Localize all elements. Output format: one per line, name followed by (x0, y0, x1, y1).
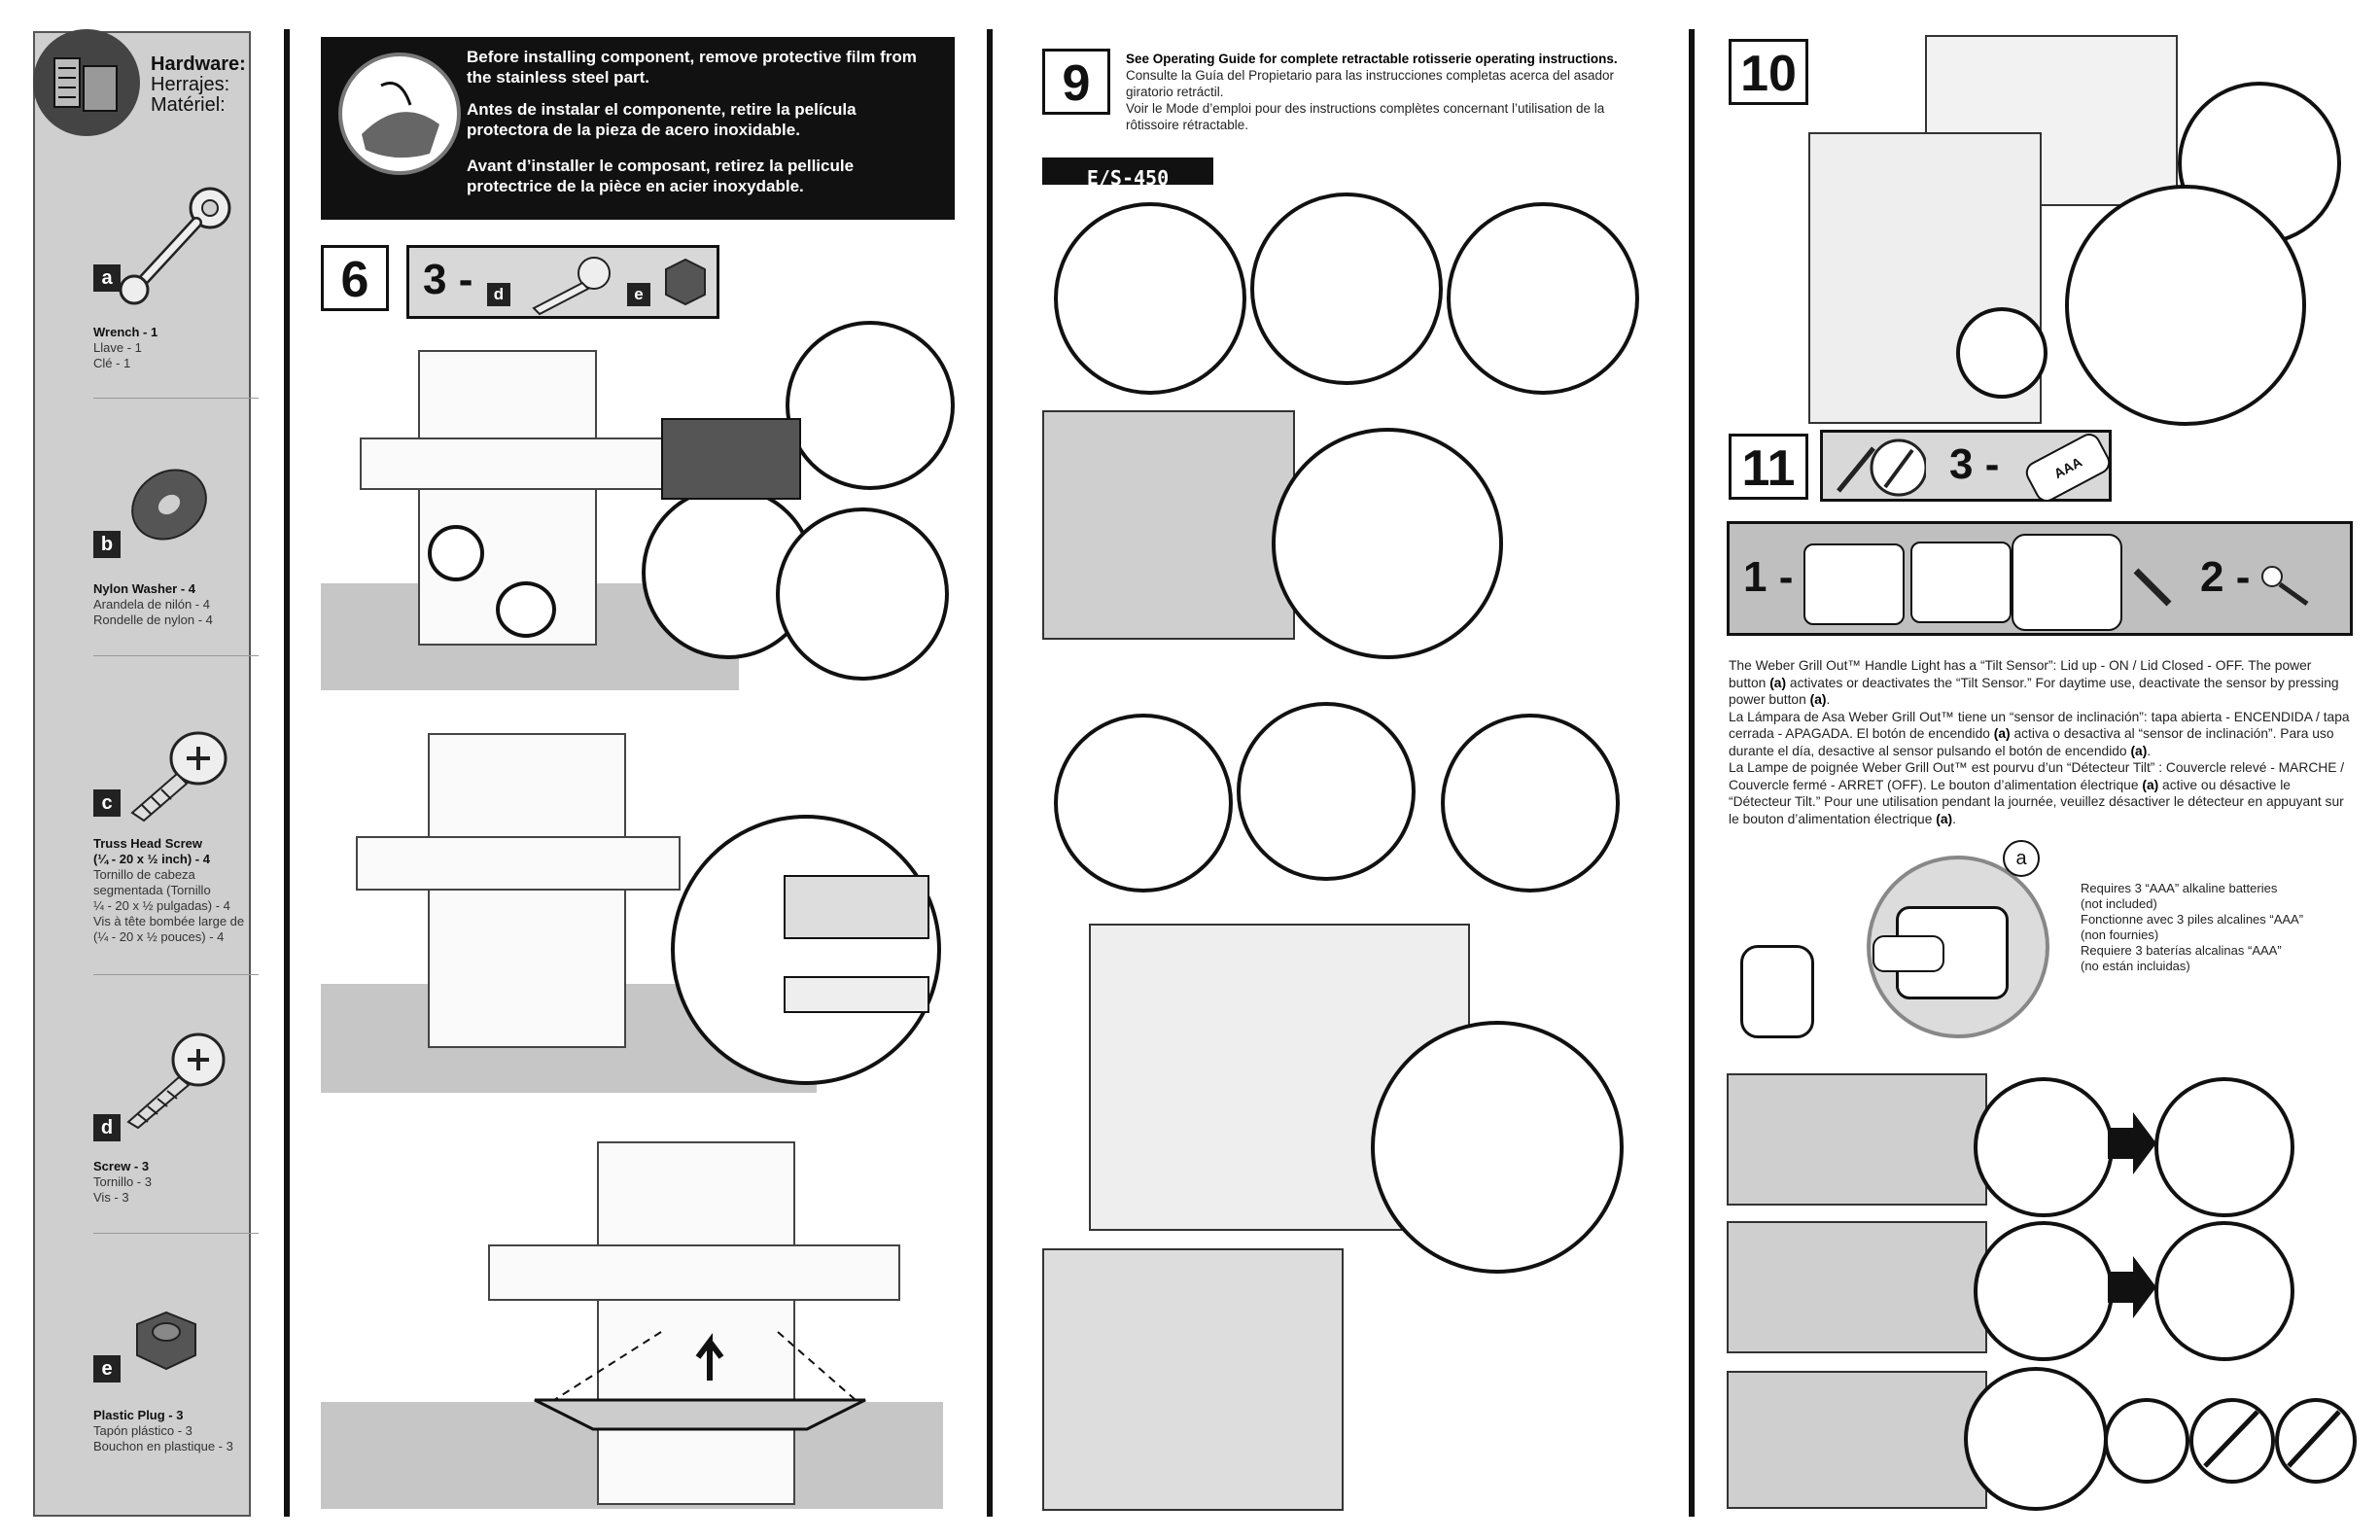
part-label-a: Wrench - 1 Llave - 1 Clé - 1 (93, 325, 158, 370)
truss-head-screw-icon (130, 731, 228, 822)
handle-light-install-illustration (1727, 1073, 2357, 1517)
column-divider (987, 29, 993, 1517)
prohibited-icon (2287, 1410, 2341, 1468)
step-9-illustration (1042, 185, 1664, 1517)
step-number-10: 10 (1729, 39, 1808, 105)
part-letter-e: e (93, 1355, 121, 1382)
step-6-illustration (321, 321, 962, 690)
step-number-6: 6 (321, 245, 389, 311)
film-notice-en: Before installing component, remove prot… (467, 48, 917, 87)
aaa-battery-icon: AAA (2021, 429, 2115, 507)
film-notice-fr: Avant d’installer le composant, retirez … (467, 157, 855, 195)
light-housing-icon (1803, 543, 1905, 625)
part-letter-a: a (93, 264, 121, 292)
part-label-c: Truss Head Screw (¼ - 20 x ½ inch) - 4 T… (93, 836, 245, 944)
divider (93, 974, 259, 975)
parts-count: 3 - (1949, 440, 2000, 488)
arrow-right-icon (2108, 1112, 2156, 1174)
part-letter-d: d (93, 1114, 121, 1141)
arrow-right-icon (2108, 1256, 2156, 1318)
assembly-step-1: 1 - (1743, 553, 1794, 601)
part-letter-e: e (627, 283, 650, 306)
parts-count: 3 - (423, 256, 473, 303)
plastic-plug-icon (136, 1311, 196, 1371)
screw-icon (532, 257, 611, 316)
part-letter-c: c (93, 789, 121, 817)
battery-cover-icon (1740, 945, 1814, 1038)
handle-light-icon (2012, 534, 2122, 631)
hardware-panel: a Wrench - 1 Llave - 1 Clé - 1 b Nylon W… (33, 31, 259, 1517)
peel-film-icon (338, 52, 461, 175)
step-number-11: 11 (1729, 434, 1808, 500)
battery-notes: Requires 3 “AAA” alkaline batteries (not… (2081, 881, 2304, 973)
step-6-parts-box: 3 - d e (406, 245, 719, 319)
hardware-title: Hardware: Herrajes: Matériel: (151, 53, 246, 116)
screw-icon (126, 1032, 226, 1130)
tilt-sensor-instructions: The Weber Grill Out™ Handle Light has a … (1729, 658, 2350, 826)
protective-film-notice: Before installing component, remove prot… (321, 37, 955, 220)
step-number-9: 9 (1042, 49, 1110, 115)
plastic-plug-icon (665, 258, 706, 306)
power-button-callout: a (2003, 840, 2040, 877)
battery-icon (1872, 935, 1944, 972)
film-notice-es: Antes de instalar el componente, retire … (467, 100, 857, 139)
step-9-instructions: See Operating Guide for complete retract… (1126, 52, 1618, 132)
step-7-illustration (321, 729, 962, 1094)
divider (93, 1233, 259, 1234)
column-divider (1689, 29, 1695, 1517)
step-11-assembly-box: 1 - 2 - (1727, 521, 2353, 636)
battery-label: AAA (2050, 453, 2085, 482)
light-cover-icon (1910, 542, 2012, 623)
prohibited-icon (2203, 1410, 2259, 1468)
step-10-illustration (1808, 35, 2353, 426)
hardware-bolts-icon (33, 29, 140, 136)
screwdriver-icon (1837, 438, 1926, 497)
part-letter-b: b (93, 531, 121, 558)
divider (93, 655, 259, 656)
screw-icon (2133, 568, 2172, 607)
divider (93, 398, 259, 399)
nylon-washer-icon (131, 469, 207, 541)
part-label-d: Screw - 3 Tornillo - 3 Vis - 3 (93, 1159, 152, 1205)
battery-install-illustration: a (1711, 838, 2061, 1064)
step-11-parts-box: 3 - AAA (1820, 429, 2115, 507)
assembly-step-2: 2 - (2200, 553, 2251, 601)
step-8-illustration (321, 1128, 962, 1517)
part-letter-d: d (487, 283, 510, 306)
column-divider (284, 29, 290, 1517)
screw-icon (2261, 566, 2309, 607)
part-label-b: Nylon Washer - 4 Arandela de nilón - 4 R… (93, 581, 213, 627)
wrench-icon (119, 187, 231, 305)
part-label-e: Plastic Plug - 3 Tapón plástico - 3 Bouc… (93, 1408, 233, 1453)
